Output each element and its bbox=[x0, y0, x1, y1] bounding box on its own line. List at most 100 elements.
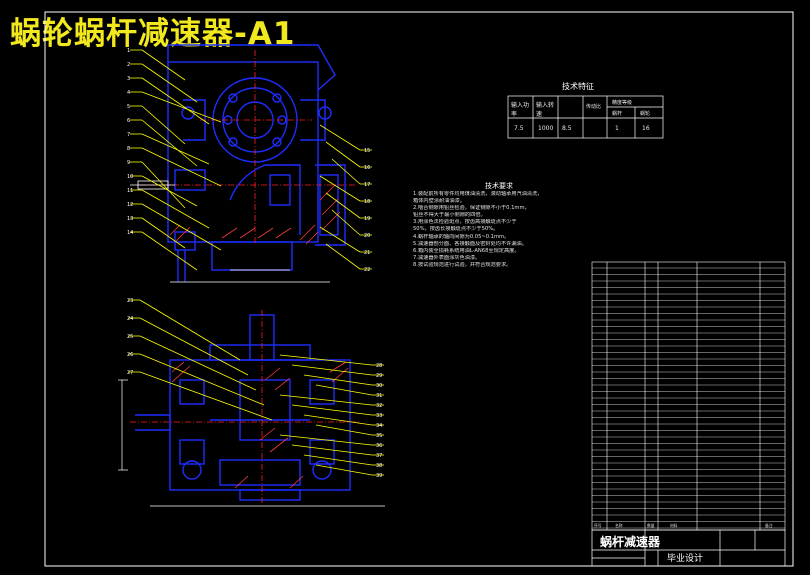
parts-list-header-cell: 序号 bbox=[594, 523, 602, 528]
parts-list bbox=[591, 261, 786, 531]
callout-number: 13 bbox=[127, 216, 133, 222]
callout-number: 2 bbox=[127, 62, 130, 68]
leader-line bbox=[141, 133, 210, 165]
top-view-center-lines bbox=[130, 310, 360, 505]
leader-line bbox=[303, 414, 373, 426]
callout-number: 5 bbox=[127, 104, 130, 110]
leader-line bbox=[141, 91, 222, 123]
leader-line bbox=[139, 299, 241, 361]
leader-line bbox=[303, 454, 373, 466]
callout-number: 17 bbox=[364, 182, 370, 188]
tech-requirement-item: 7.减速器外表面涂灰色油漆。 bbox=[413, 254, 481, 261]
parts-list-header-cell: 名称 bbox=[615, 523, 623, 528]
callout-number: 22 bbox=[364, 267, 370, 273]
leader-line bbox=[141, 77, 210, 125]
leader-line bbox=[141, 119, 198, 167]
tech-requirement-item: 6.箱内装全损耗系统用油L-AN68至规定高度。 bbox=[413, 247, 520, 254]
tech-spec-header-wheel: 蜗轮 bbox=[640, 111, 651, 117]
leader-line bbox=[139, 371, 273, 421]
callout-number: 6 bbox=[127, 118, 130, 124]
parts-list-header-cell: 材料 bbox=[670, 523, 678, 528]
callout-number: 33 bbox=[376, 413, 382, 419]
tech-requirement-item: 箱体内壁涂耐油油漆。 bbox=[413, 198, 465, 205]
callout-number: 19 bbox=[364, 216, 370, 222]
leader-line bbox=[141, 217, 186, 249]
callout-number: 30 bbox=[376, 383, 382, 389]
callout-number: 23 bbox=[127, 298, 133, 304]
tech-spec-header-worm: 蜗杆 bbox=[612, 111, 623, 117]
callout-number: 20 bbox=[364, 233, 370, 239]
drawing-name: 蜗杆减速器 bbox=[600, 535, 661, 549]
callout-number: 31 bbox=[376, 393, 382, 399]
callout-number: 11 bbox=[127, 188, 133, 194]
leader-line bbox=[141, 203, 222, 251]
tech-spec-header-speed: 输入转速 bbox=[536, 102, 555, 118]
leader-line bbox=[331, 158, 361, 185]
callout-number: 28 bbox=[376, 363, 382, 369]
leader-line bbox=[325, 141, 361, 168]
leader-line bbox=[291, 364, 373, 376]
front-view-details bbox=[130, 180, 330, 283]
tech-spec-header-power: 输入功率 bbox=[511, 102, 530, 118]
parts-list-header-cell: 备注 bbox=[765, 523, 773, 528]
leader-line bbox=[141, 161, 186, 209]
callout-number: 25 bbox=[127, 334, 133, 340]
callout-number: 32 bbox=[376, 403, 382, 409]
callout-number: 9 bbox=[127, 160, 130, 166]
leader-line bbox=[141, 175, 198, 207]
leader-line bbox=[319, 175, 361, 202]
tech-spec-table bbox=[507, 95, 664, 139]
parts-list-header-cell: 数量 bbox=[647, 523, 655, 528]
tech-spec-value-speed: 1000 bbox=[538, 125, 554, 132]
top-view-dimensions bbox=[118, 379, 385, 507]
top-view-hatching bbox=[171, 361, 349, 489]
callout-number: 38 bbox=[376, 463, 382, 469]
callout-number: 29 bbox=[376, 373, 382, 379]
leader-line bbox=[291, 444, 373, 456]
leader-line bbox=[279, 354, 373, 366]
callout-number: 4 bbox=[127, 90, 130, 96]
leader-line bbox=[141, 231, 198, 271]
callout-number: 12 bbox=[127, 202, 133, 208]
tech-spec-value-worm: 1 bbox=[615, 125, 619, 132]
title-block bbox=[591, 529, 786, 567]
front-view-center-lines bbox=[140, 50, 355, 245]
callout-number: 1 bbox=[127, 48, 130, 54]
leader-line bbox=[279, 394, 373, 406]
graduation-design-label: 毕业设计 bbox=[667, 554, 704, 564]
leader-line bbox=[139, 317, 249, 376]
leader-line bbox=[141, 147, 222, 187]
callout-number: 3 bbox=[127, 76, 130, 82]
callout-number: 7 bbox=[127, 132, 130, 138]
top-view bbox=[135, 314, 351, 501]
leader-line bbox=[303, 374, 373, 386]
leader-line bbox=[315, 464, 373, 476]
tech-requirement-item: 4.蜗杆轴承的轴向间隙为0.05~0.1mm。 bbox=[413, 233, 510, 240]
leader-line bbox=[141, 63, 198, 103]
tech-requirements-heading: 技术要求 bbox=[485, 182, 513, 190]
callout-number: 34 bbox=[376, 423, 382, 429]
tech-requirement-item: 3.用涂色法检验斑点，按齿高接触斑点不少于 bbox=[413, 219, 517, 226]
tech-spec-value-wheel: 16 bbox=[642, 125, 650, 132]
tech-spec-value-power: 7.5 bbox=[514, 125, 524, 132]
leader-line bbox=[279, 434, 373, 446]
leader-line bbox=[325, 243, 361, 270]
callout-number: 21 bbox=[364, 250, 370, 256]
leader-line bbox=[141, 105, 186, 145]
tech-requirement-item: 50%，按齿长接触斑点不少于50%。 bbox=[413, 226, 499, 233]
tech-requirement-item: 5.减速器剖分面、各接触面及密封处均不许漏油。 bbox=[413, 240, 527, 247]
callout-number: 14 bbox=[127, 230, 133, 236]
callout-number: 24 bbox=[127, 316, 133, 322]
leader-line bbox=[139, 353, 265, 406]
tech-spec-value-ratio: 8.5 bbox=[562, 125, 572, 132]
callout-number: 18 bbox=[364, 199, 370, 205]
leader-line bbox=[325, 192, 361, 219]
tech-requirement-item: 1.装配前所有零件均用煤油清洗，滚动轴承用汽油清洗， bbox=[413, 191, 543, 197]
leader-line bbox=[319, 226, 361, 253]
tech-requirement-item: 铅丝不得大于最小侧隙的四倍。 bbox=[413, 212, 486, 219]
drawing-title: 蜗轮蜗杆减速器-A1 bbox=[10, 16, 296, 52]
tech-requirement-item: 8.按试验规范进行试验，并符合规范要求。 bbox=[413, 261, 512, 268]
parts-list-rows bbox=[592, 267, 785, 529]
